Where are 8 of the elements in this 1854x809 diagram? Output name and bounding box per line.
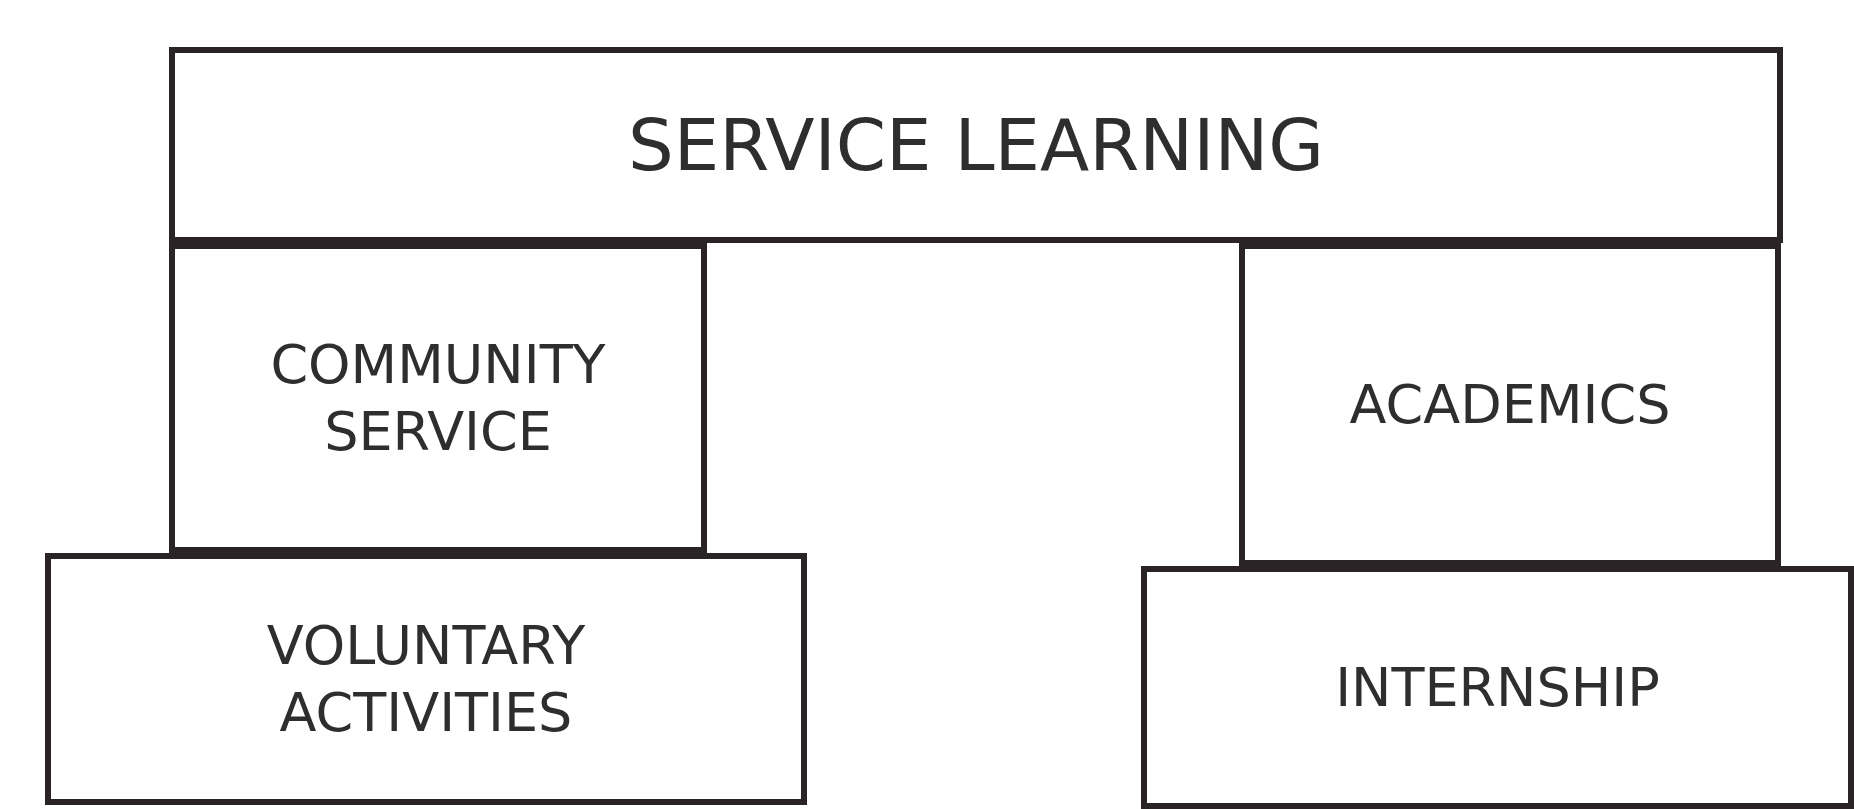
activity-box [45, 553, 807, 805]
box-label: SERVICE LEARNING [627, 102, 1325, 189]
box-label: ACADEMICS [1349, 371, 1671, 438]
box-label: INTERNSHIP [1335, 654, 1660, 721]
box-label: VOLUNTARY ACTIVITIES [265, 612, 587, 746]
box-label: COMMUNITY SERVICE [269, 331, 607, 465]
activity-box [1141, 566, 1854, 809]
header-box [169, 47, 1783, 243]
